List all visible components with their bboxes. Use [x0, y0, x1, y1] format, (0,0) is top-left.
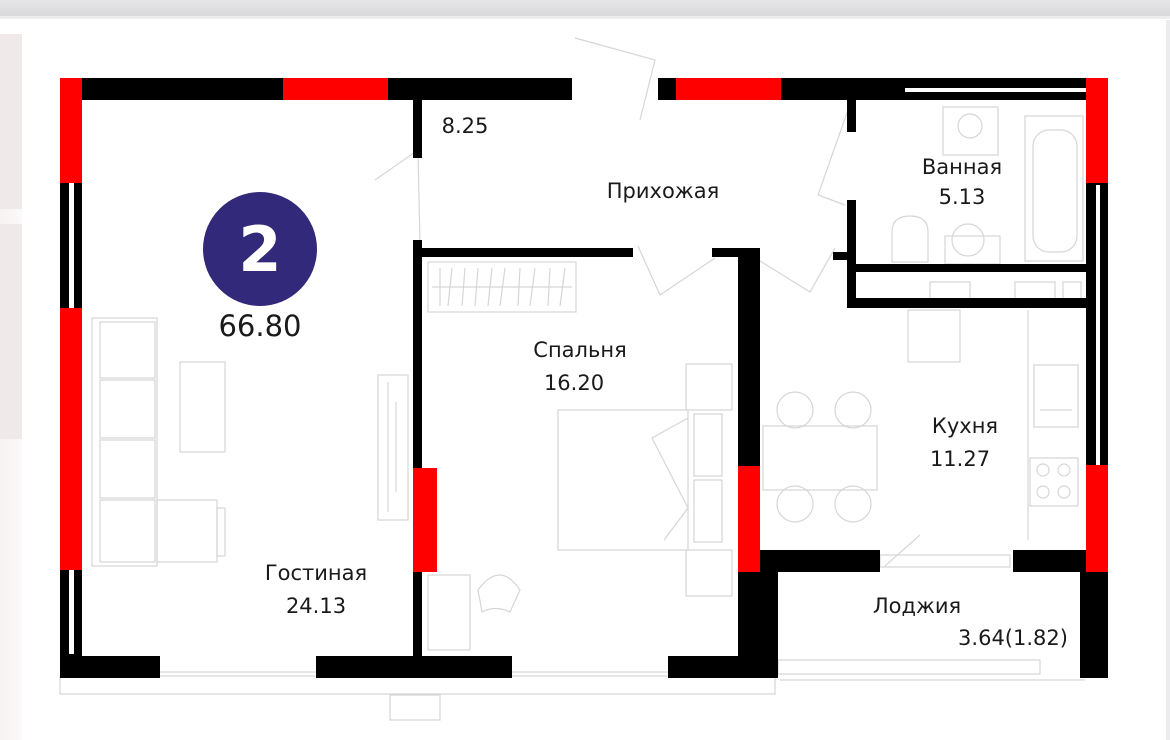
wall: [316, 656, 512, 678]
wall: [60, 656, 160, 678]
wall: [413, 240, 422, 658]
door-swing-icon: [884, 534, 921, 567]
door-swing-icon: [817, 109, 849, 206]
door-swing-icon: [751, 247, 836, 293]
entry-door-icon: [574, 37, 656, 121]
room-name-bedroom: Спальня: [533, 338, 627, 362]
room-name-loggia: Лоджия: [872, 594, 962, 618]
fridge-icon: [907, 309, 961, 363]
rooms-count-badge: 2: [203, 192, 317, 306]
window: [283, 78, 388, 100]
room-area-living-room: 24.13: [285, 594, 347, 618]
washer-icon: [942, 106, 999, 156]
room-area-kitchen: 11.27: [929, 447, 991, 471]
wall: [833, 252, 849, 260]
bed-icon: [557, 363, 733, 597]
stove-icon: [1029, 457, 1079, 507]
utility-icon: [1062, 281, 1082, 301]
wall: [847, 200, 856, 306]
kitchen-counter-icon: [1027, 310, 1079, 540]
room-name-hallway: Прихожая: [606, 179, 720, 203]
window: [1086, 78, 1108, 183]
left-edge-strip: [0, 34, 22, 740]
window: [413, 468, 437, 572]
wall: [1080, 572, 1108, 678]
room-name-bathroom: Ванная: [921, 155, 1003, 179]
top-bar: [0, 0, 1170, 19]
wall: [760, 572, 778, 660]
wall: [712, 248, 752, 257]
tv-stand-icon: [377, 374, 409, 521]
window-sill-icon: [59, 554, 1085, 721]
window: [738, 466, 760, 572]
wall: [738, 248, 760, 658]
room-area-bedroom: 16.20: [543, 371, 605, 395]
coffee-table-icon: [179, 361, 226, 453]
door-swing-icon: [637, 245, 716, 296]
sofa-icon: [91, 317, 226, 567]
windows-layer: [60, 78, 1108, 572]
window: [676, 78, 781, 100]
wall: [847, 298, 1086, 308]
wall: [668, 656, 778, 678]
washer-drum-icon: [957, 113, 983, 139]
room-area-bathroom: 5.13: [938, 185, 986, 209]
window: [60, 308, 82, 570]
desk-icon: [427, 574, 471, 651]
right-edge: [1166, 20, 1170, 740]
wall: [413, 248, 633, 257]
wall: [760, 550, 880, 572]
chair-icon: [477, 574, 521, 613]
door-swing-icon: [374, 148, 421, 246]
bathtub-icon: [1024, 115, 1084, 262]
room-name-kitchen: Кухня: [931, 414, 999, 438]
wall: [847, 264, 1086, 272]
utility-icon: [1014, 281, 1056, 301]
room-area-loggia: 3.64(1.82): [958, 626, 1068, 650]
room-area-hall: 8.25: [441, 114, 489, 138]
wall: [413, 100, 422, 158]
furniture-layer: [59, 37, 1085, 721]
wardrobe-icon: [427, 261, 577, 313]
dining-table-icon: [762, 391, 878, 523]
wall: [1013, 550, 1088, 572]
utility-icon: [929, 281, 971, 301]
wall-gaps: [69, 88, 1100, 654]
window: [1086, 465, 1108, 572]
wall: [847, 100, 856, 132]
total-area: 66.80: [218, 309, 302, 343]
room-name-living-room: Гостиная: [264, 561, 368, 585]
sink-icon: [944, 223, 1001, 265]
toilet-icon: [891, 215, 929, 263]
window: [60, 78, 82, 183]
